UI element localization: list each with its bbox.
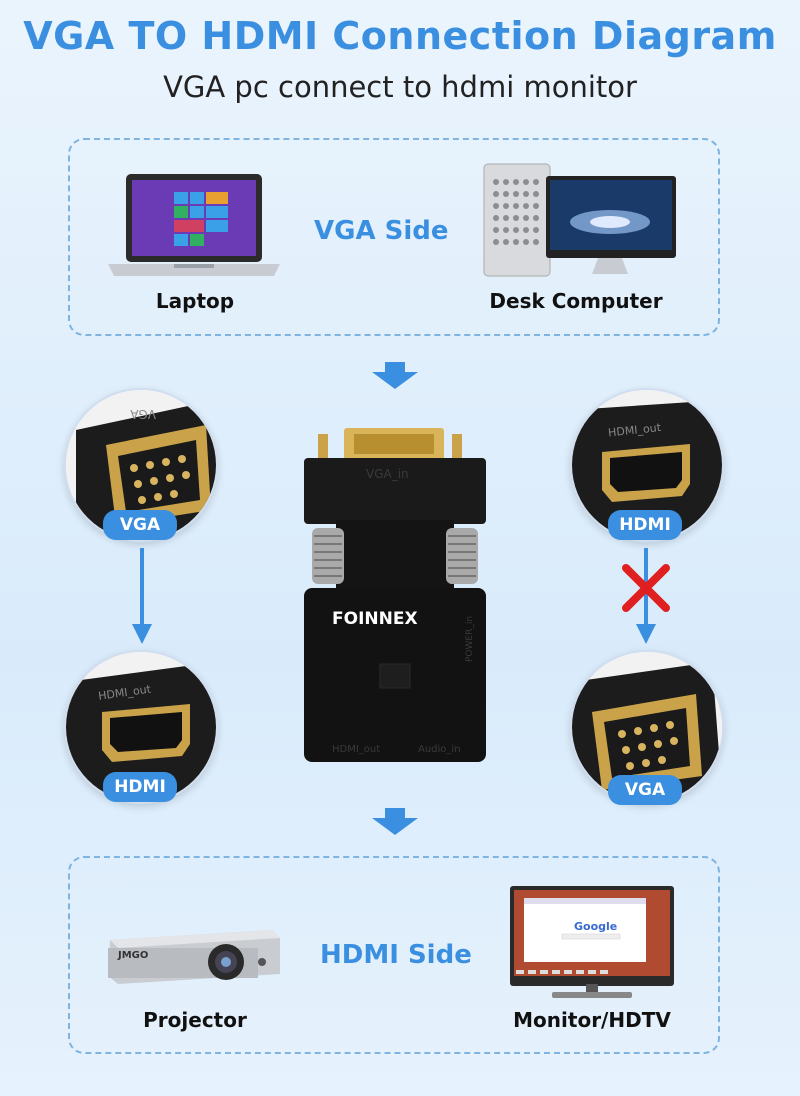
adapter-power-port-label: POWER_in [465, 616, 475, 662]
page-subtitle: VGA pc connect to hdmi monitor [163, 70, 637, 104]
adapter-hdmi-port-label: HDMI_out [332, 744, 380, 755]
connector-label-left-top: VGA [103, 510, 177, 540]
arrow-down-icon [372, 808, 418, 835]
projector-icon: JMGO [108, 930, 280, 984]
desktop-computer-icon [483, 163, 676, 277]
arrow-down-icon [132, 548, 152, 644]
page-title: VGA TO HDMI Connection Diagram [23, 14, 777, 58]
projector-label: Projector [143, 1008, 247, 1032]
vga-plug-circle [570, 650, 724, 804]
connector-label-left-bottom: HDMI [103, 772, 177, 802]
arrow-down-icon [372, 362, 418, 389]
adapter-audio-port-label: Audio_in [418, 744, 461, 755]
laptop-label: Laptop [155, 289, 235, 313]
vga-plug-circle: VGA [64, 388, 218, 542]
adapter-brand: FOINNEX [332, 609, 418, 629]
laptop-icon [108, 174, 280, 276]
projector-brand-text: JMGO [117, 950, 148, 961]
svg-text:VGA: VGA [129, 407, 156, 421]
vga-side-panel [68, 138, 720, 336]
hdmi-side-label: HDMI Side [320, 940, 472, 970]
vga-side-label: VGA Side [314, 216, 449, 246]
connector-label-right-bottom: VGA [608, 775, 682, 805]
hdmi-side-panel [68, 856, 720, 1054]
monitor-icon: Google [510, 886, 674, 998]
adapter-icon: VGA_in FOINNEX POWER_in HDMI_out Audio_i… [304, 428, 486, 762]
google-logo-text: Google [574, 920, 617, 933]
cross-mark-icon [622, 564, 670, 612]
monitor-label: Monitor/HDTV [513, 1008, 671, 1032]
svg-text:HDMI_out: HDMI_out [608, 421, 663, 440]
desk-computer-label: Desk Computer [489, 289, 663, 313]
connector-label-right-top: HDMI [608, 510, 682, 540]
adapter-vga-port-label: VGA_in [366, 467, 409, 481]
